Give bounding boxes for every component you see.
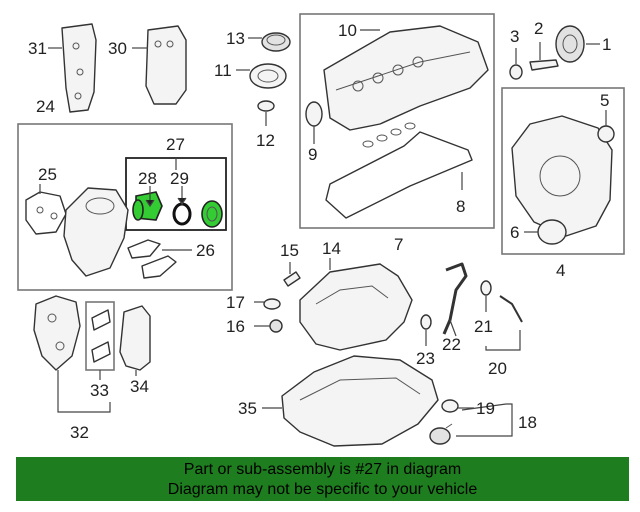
part-31-timing-cover-gasket[interactable] — [61, 23, 97, 113]
part-16-drain-plug[interactable] — [269, 319, 283, 333]
callout-31: 31 — [28, 39, 47, 58]
callout-26: 26 — [196, 241, 215, 260]
part-6-crank-seal[interactable] — [537, 219, 567, 245]
part-14-upper-oil-pan[interactable] — [299, 263, 413, 351]
part-23-seal[interactable] — [420, 314, 432, 330]
part-10-valve-cover[interactable] — [323, 25, 489, 131]
callout-33: 33 — [90, 381, 109, 400]
parts-diagram: 31 30 13 11 12 10 9 3 2 1 5 8 7 6 4 24 2… — [17, 13, 625, 447]
info-banner: Part or sub-assembly is #27 in diagram D… — [16, 457, 629, 501]
callout-17: 17 — [226, 293, 245, 312]
callout-20: 20 — [488, 359, 507, 378]
callout-11: 11 — [214, 61, 232, 80]
part-13-oil-filler-cap[interactable] — [261, 32, 291, 52]
part-27-filter-cap[interactable] — [201, 200, 223, 228]
callout-28: 28 — [138, 169, 157, 188]
callout-16: 16 — [226, 317, 245, 336]
callout-3: 3 — [510, 27, 519, 46]
group-box-33 — [85, 301, 115, 371]
callout-30: 30 — [108, 39, 127, 58]
callout-9: 9 — [308, 145, 317, 164]
callout-24: 24 — [36, 97, 55, 116]
callout-13: 13 — [226, 29, 245, 48]
part-33-gaskets[interactable] — [91, 309, 111, 363]
group-box-7 — [299, 13, 495, 229]
part-35-lower-oil-pan[interactable] — [281, 355, 439, 447]
part-3-washer[interactable] — [509, 64, 523, 80]
callout-15: 15 — [280, 241, 299, 260]
banner-line-2: Diagram may not be specific to your vehi… — [167, 481, 478, 498]
part-5-seal[interactable] — [597, 125, 615, 143]
part-15-clip[interactable] — [283, 271, 301, 287]
part-17-seal[interactable] — [263, 298, 281, 310]
callout-27: 27 — [166, 135, 185, 154]
banner-line-1: Part or sub-assembly is #27 in diagram — [183, 461, 462, 478]
callout-7: 7 — [394, 235, 403, 254]
part-9-seal-ring[interactable] — [305, 101, 323, 127]
part-19-seal[interactable] — [441, 399, 459, 413]
callout-6: 6 — [510, 223, 519, 242]
callout-32: 32 — [70, 423, 89, 442]
part-4-front-cover[interactable] — [511, 115, 613, 237]
callout-10: 10 — [338, 21, 357, 40]
part-25-gasket[interactable] — [25, 191, 67, 235]
leader-lines — [39, 29, 607, 437]
part-18-oil-level-sensor[interactable] — [429, 423, 453, 445]
callout-34: 34 — [130, 377, 149, 396]
part-8-valve-cover-gasket[interactable] — [325, 131, 473, 219]
callout-25: 25 — [38, 165, 57, 184]
callout-12: 12 — [256, 131, 275, 150]
part-20-dipstick[interactable] — [499, 295, 523, 323]
part-30-cover[interactable] — [145, 25, 187, 105]
callout-22: 22 — [442, 335, 461, 354]
callout-2: 2 — [534, 19, 543, 38]
callout-4: 4 — [556, 261, 565, 280]
part-11-filler-neck[interactable] — [249, 63, 287, 89]
callout-8: 8 — [456, 197, 465, 216]
part-32-oil-pump[interactable] — [33, 295, 81, 371]
part-29-o-ring[interactable] — [172, 202, 192, 226]
callout-18: 18 — [518, 413, 537, 432]
part-34-oil-cooler[interactable] — [119, 305, 151, 371]
group-box-4 — [501, 87, 625, 255]
group-box-24 — [17, 123, 233, 291]
callout-35: 35 — [238, 399, 257, 418]
callout-19: 19 — [476, 399, 495, 418]
part-1-pulley[interactable] — [555, 25, 585, 63]
part-22-dipstick-tube[interactable] — [442, 262, 468, 335]
part-21-seal[interactable] — [480, 280, 492, 296]
callout-21: 21 — [474, 317, 493, 336]
part-26-gaskets[interactable] — [127, 239, 177, 279]
part-28-filter-element[interactable] — [132, 191, 163, 221]
callout-23: 23 — [416, 349, 435, 368]
part-2-bolt[interactable] — [529, 59, 559, 71]
part-12-seal[interactable] — [257, 100, 275, 112]
part-7-spark-seals[interactable] — [362, 122, 416, 148]
callout-29: 29 — [170, 169, 189, 188]
callout-5: 5 — [600, 91, 609, 110]
part-24-oil-filter-housing[interactable] — [63, 187, 129, 277]
callout-14: 14 — [322, 239, 341, 258]
callout-1: 1 — [602, 35, 611, 54]
